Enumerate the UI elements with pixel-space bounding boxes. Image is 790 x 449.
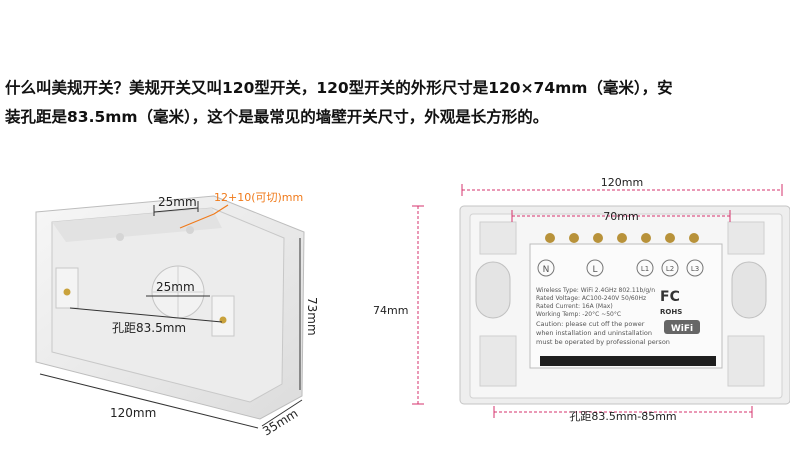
box-dimension-lines [39, 201, 303, 429]
switch-hole-spacing-label: 孔距83.5mm-85mm [569, 410, 676, 423]
terminal-n: N [543, 265, 550, 275]
terminal-screw-icon [641, 233, 651, 243]
intro-line-1: 什么叫美规开关？美规开关又叫120型开关，120型开关的外形尺寸是120×74m… [5, 79, 673, 97]
switch-height-label: 74mm [373, 304, 408, 317]
fc-mark: FC [660, 289, 680, 305]
spec-line-3: Rated Current: 16A (Max) [536, 303, 613, 310]
knockout-hole-icon [116, 233, 124, 241]
terminal-l1: L1 [641, 265, 649, 273]
box-length-label: 120mm [110, 406, 156, 420]
box-cut-note: 12+10(可切)mm [214, 191, 303, 204]
screw-hole-icon [219, 316, 227, 324]
wifi-badge-label: WiFi [671, 324, 693, 334]
terminal-screw-icon [617, 233, 627, 243]
intro-paragraph: 什么叫美规开关？美规开关又叫120型开关，120型开关的外形尺寸是120×74m… [5, 74, 785, 132]
terminal-screw-icon [545, 233, 555, 243]
intro-line-2: 装孔距是83.5mm（毫米），这个是最常见的墙壁开关尺寸，外观是长方形的。 [5, 108, 549, 126]
mounting-box [35, 195, 305, 420]
box-height-label: 73mm [305, 297, 319, 336]
spec-line-2: Rated Voltage: AC100-240V 50/60Hz [536, 295, 646, 302]
switch-dimension-lines [412, 184, 783, 418]
rohs-mark: ROHS [660, 308, 682, 316]
switch-inner-width-label: 70mm [603, 210, 638, 223]
spec-line-1: Wireless Type: WiFi 2.4GHz 802.11b/g/n [536, 287, 655, 294]
caution-line-2: when installation and uninstallation [536, 329, 652, 337]
terminal-l3: L3 [691, 265, 699, 273]
terminal-l: L [592, 265, 597, 275]
terminal-screw-icon [665, 233, 675, 243]
caution-line-3: must be operated by professional person [536, 338, 670, 346]
caution-line-1: Caution: please cut off the power [536, 320, 645, 328]
box-hole-spacing-label: 孔距83.5mm [112, 321, 186, 335]
wifi-badge [664, 320, 700, 334]
box-center-hole-label: 25mm [156, 280, 195, 294]
switch-width-label: 120mm [601, 176, 643, 189]
terminal-l2: L2 [666, 265, 674, 273]
knockout-hole-icon [186, 226, 194, 234]
box-top-hole-label: 25mm [158, 195, 197, 209]
spec-line-4: Working Temp: -20°C ~50°C [536, 311, 621, 318]
terminal-screw-icon [569, 233, 579, 243]
screw-hole-icon [63, 288, 71, 296]
switch-module [529, 233, 723, 369]
terminal-screw-icon [689, 233, 699, 243]
terminal-screw-icon [593, 233, 603, 243]
